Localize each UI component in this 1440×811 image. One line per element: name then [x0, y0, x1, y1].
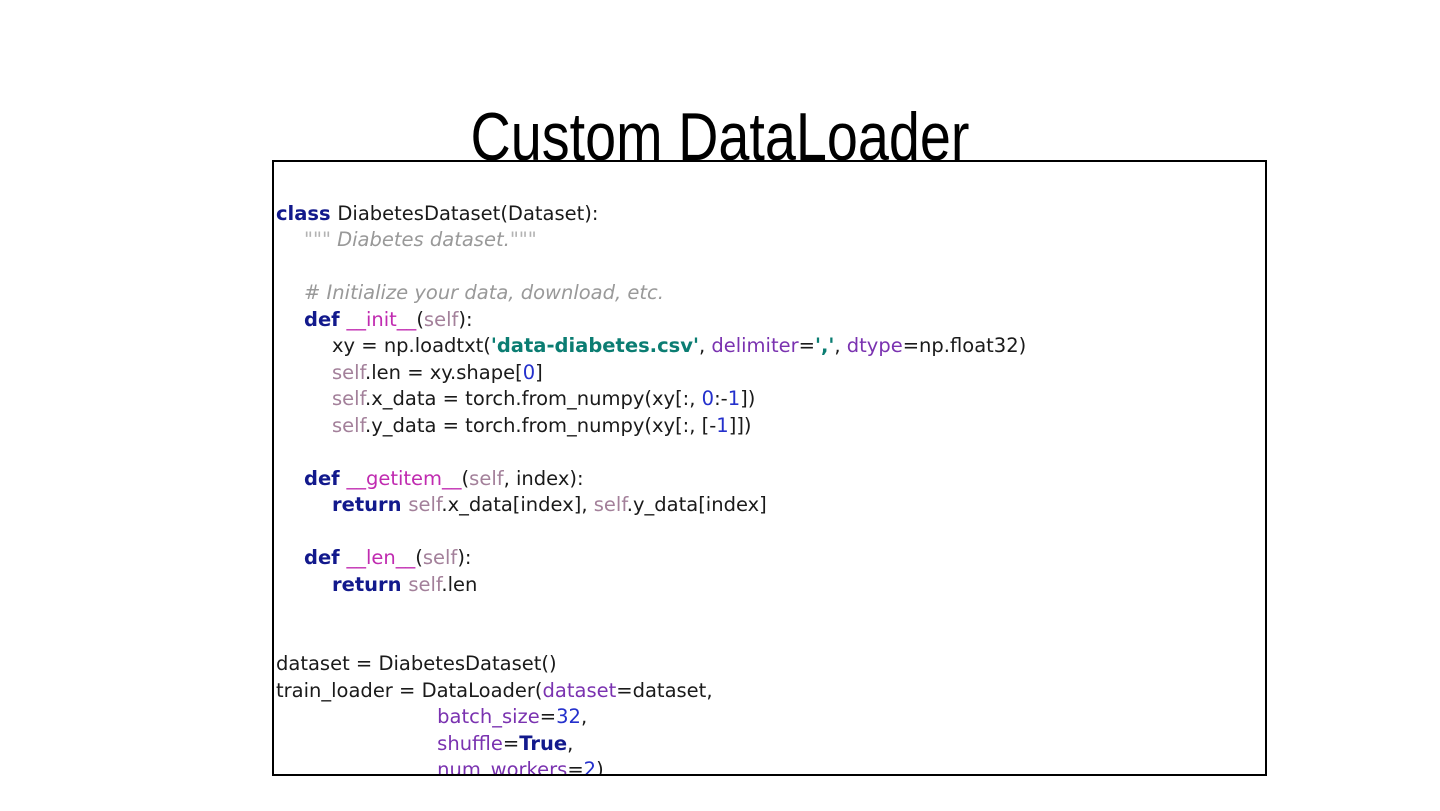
code-token-self: self	[593, 493, 627, 516]
code-line: return self.x_data[index], self.y_data[i…	[276, 492, 1265, 519]
code-token-dunder: __getitem__	[346, 466, 462, 490]
code-token-plain: ,	[567, 731, 574, 755]
code-line: self.x_data = torch.from_numpy(xy[:, 0:-…	[276, 386, 1265, 413]
code-token-kw: def	[304, 466, 347, 490]
code-token-plain: =	[567, 758, 584, 776]
code-token-plain: dataset = DiabetesDataset()	[276, 652, 557, 675]
code-token-plain: ])	[740, 387, 756, 410]
code-token-self: self	[332, 413, 366, 437]
code-token-doc: Diabetes dataset.	[330, 228, 510, 251]
code-token-plain: .y_data[index]	[626, 493, 767, 516]
code-token-param: batch_size	[437, 705, 540, 728]
code-token-plain	[276, 705, 437, 728]
code-token-doc-q: """	[304, 228, 331, 251]
code-token-dunder: __init__	[346, 307, 417, 331]
code-token-param: dataset	[542, 678, 617, 702]
code-token-comment: # Initialize your data, download, etc.	[304, 281, 664, 304]
code-token-plain: .y_data = torch.from_numpy(xy[:, [-	[365, 413, 717, 437]
code-token-plain: (	[415, 546, 423, 569]
code-token-plain	[276, 732, 437, 755]
code-token-self: self	[408, 493, 442, 516]
code-token-plain: =	[539, 705, 557, 728]
code-token-self: self	[408, 572, 442, 596]
page-title: Custom DataLoader	[470, 98, 970, 175]
code-token-plain: =	[502, 731, 520, 755]
code-token-plain: .len	[441, 572, 478, 596]
code-line: return self.len	[276, 572, 1265, 599]
code-token-kw: return	[332, 572, 409, 596]
code-token-str: ','	[814, 334, 835, 357]
code-token-kw: def	[304, 546, 347, 569]
code-token-doc-q: """	[509, 228, 537, 251]
code-line: shuffle=True,	[276, 731, 1265, 758]
code-line: self.len = xy.shape[0]	[276, 360, 1265, 387]
code-line: self.y_data = torch.from_numpy(xy[:, [-1…	[276, 413, 1265, 440]
code-token-self: self	[422, 546, 458, 569]
code-token-kw: True	[519, 731, 568, 755]
code-line	[276, 254, 1265, 281]
code-line: def __getitem__(self, index):	[276, 466, 1265, 493]
code-line: def __len__(self):	[276, 545, 1265, 572]
code-line: dataset = DiabetesDataset()	[276, 651, 1265, 678]
code-token-plain: =	[798, 334, 815, 357]
code-line	[276, 625, 1265, 652]
code-token-plain: )	[596, 758, 604, 776]
code-token-plain: ):	[457, 546, 472, 569]
code-line	[276, 519, 1265, 546]
code-token-dunder: __len__	[346, 546, 416, 569]
code-token-plain: , index):	[503, 466, 584, 490]
code-line: xy = np.loadtxt('data-diabetes.csv', del…	[276, 333, 1265, 360]
code-token-param: shuffle	[437, 731, 503, 755]
code-token-num: 1	[716, 413, 729, 437]
code-token-str: 'data-diabetes.csv'	[490, 334, 699, 357]
code-token-self: self	[469, 466, 504, 490]
code-line: """ Diabetes dataset."""	[276, 227, 1265, 254]
code-token-plain: (	[416, 307, 424, 331]
code-token-plain: =np.float32)	[902, 334, 1027, 357]
code-token-num: 2	[583, 758, 597, 776]
code-token-plain	[276, 758, 437, 774]
code-token-self: self	[423, 307, 459, 331]
code-token-num: 1	[727, 387, 741, 410]
code-line: def __init__(self):	[276, 307, 1265, 334]
code-line: class DiabetesDataset(Dataset):	[276, 201, 1265, 228]
code-token-param: dtype	[846, 334, 903, 357]
code-line: # Initialize your data, download, etc.	[276, 280, 1265, 307]
code-line: train_loader = DataLoader(dataset=datase…	[276, 678, 1265, 705]
code-token-self: self	[332, 360, 366, 384]
code-token-kw: class	[276, 201, 338, 225]
code-token-plain: .x_data[index],	[441, 493, 594, 516]
code-token-plain: ,	[580, 705, 588, 728]
code-line	[276, 598, 1265, 625]
code-token-plain: train_loader = DataLoader(	[276, 678, 543, 702]
code-token-kw: return	[332, 493, 409, 516]
code-token-plain: ,	[834, 334, 847, 357]
code-token-plain: xy = np.loadtxt(	[332, 334, 491, 357]
code-token-plain: ]	[535, 360, 543, 384]
code-token-plain: ]])	[728, 413, 752, 437]
code-token-param: delimiter	[711, 334, 799, 357]
code-token-num: 32	[556, 705, 581, 728]
code-token-param: num_workers	[437, 758, 568, 776]
code-token-plain: .x_data = torch.from_numpy(xy[:,	[365, 387, 702, 410]
code-listing: class DiabetesDataset(Dataset):""" Diabe…	[276, 201, 1265, 776]
code-token-plain: DiabetesDataset(Dataset):	[337, 201, 599, 225]
code-token-plain: (	[461, 466, 470, 490]
code-token-plain: :-	[714, 387, 728, 410]
code-line: num_workers=2)	[276, 757, 1265, 776]
code-line: batch_size=32,	[276, 704, 1265, 731]
code-token-plain: .len = xy.shape[	[365, 360, 523, 384]
code-token-num: 0	[522, 360, 536, 384]
code-token-plain: ,	[698, 334, 712, 357]
code-token-plain: =dataset,	[616, 678, 713, 702]
code-token-self: self	[332, 387, 366, 410]
code-token-num: 0	[701, 387, 715, 410]
code-line	[276, 439, 1265, 466]
code-token-plain: ):	[458, 307, 473, 331]
code-block-container: class DiabetesDataset(Dataset):""" Diabe…	[272, 160, 1267, 776]
code-token-kw: def	[304, 307, 347, 331]
